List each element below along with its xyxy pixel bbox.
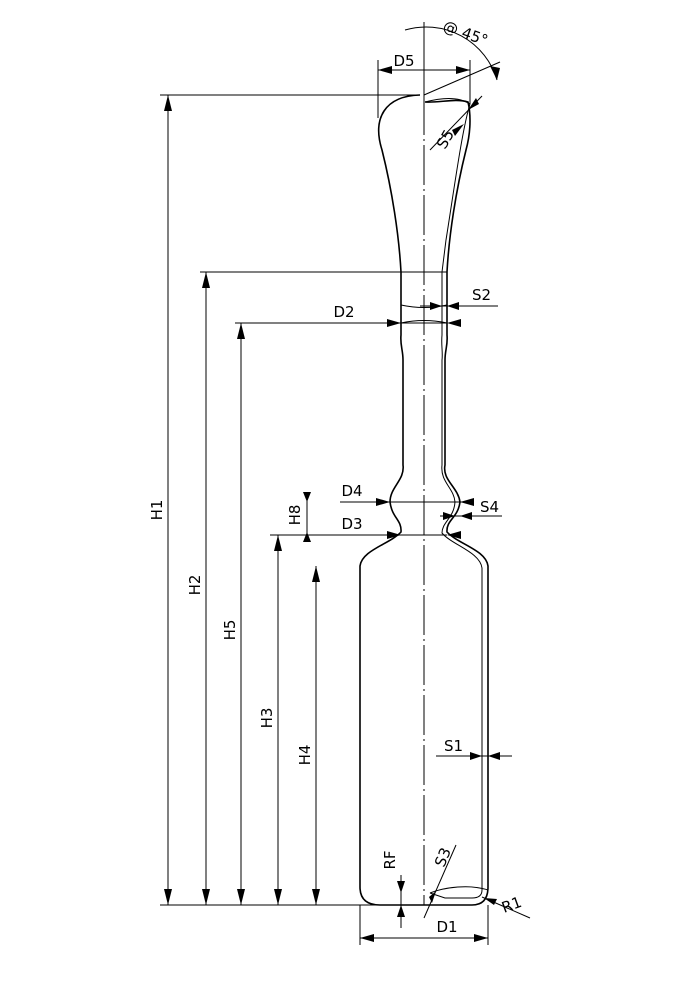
dimension-d2: D2 xyxy=(320,303,461,327)
top-cap-inner xyxy=(424,98,471,105)
label-s2: S2 xyxy=(472,286,491,304)
dimension-h2: H2 xyxy=(186,272,210,905)
neck-line-lower-band xyxy=(400,320,448,324)
label-s1: S1 xyxy=(444,737,463,755)
label-h3: H3 xyxy=(258,708,276,729)
label-d2: D2 xyxy=(333,303,354,321)
dimension-s3: S3 xyxy=(423,844,457,919)
label-d4: D4 xyxy=(341,482,362,500)
dimension-h5: H5 xyxy=(221,323,245,905)
label-s3: S3 xyxy=(431,845,455,869)
dimension-rf: RF xyxy=(381,850,405,928)
dimension-d5: D5 xyxy=(378,52,470,74)
dimension-s4: S4 xyxy=(440,498,502,520)
label-h1: H1 xyxy=(148,500,166,521)
label-angle: @ 45° xyxy=(441,17,491,50)
dimension-h3: H3 xyxy=(258,535,282,905)
label-h4: H4 xyxy=(296,745,314,766)
dimension-angle: @ 45° xyxy=(404,17,501,96)
label-h2: H2 xyxy=(186,575,204,596)
label-h8: H8 xyxy=(286,505,304,526)
label-d3: D3 xyxy=(341,515,362,533)
label-d5: D5 xyxy=(393,52,414,70)
dimension-h1: H1 xyxy=(148,95,172,905)
label-r1: R1 xyxy=(499,893,524,917)
dimension-h8: H8 xyxy=(286,492,311,542)
dimension-d4: D4 xyxy=(340,482,474,506)
label-rf: RF xyxy=(381,850,399,869)
label-h5: H5 xyxy=(221,620,239,641)
dimension-d3: D3 xyxy=(330,515,461,539)
bottom-inner xyxy=(429,886,489,894)
outer-profile xyxy=(359,94,489,906)
dimension-s1: S1 xyxy=(436,737,512,760)
dimension-s5: S5 xyxy=(429,95,483,152)
dimension-r1: R1 xyxy=(481,893,531,919)
label-s4: S4 xyxy=(480,498,499,516)
dimension-d1: D1 xyxy=(360,918,488,942)
dimension-h4: H4 xyxy=(296,566,320,905)
inner-wall-right xyxy=(429,103,483,899)
dimension-s2: S2 xyxy=(420,286,498,310)
label-d1: D1 xyxy=(436,918,457,936)
